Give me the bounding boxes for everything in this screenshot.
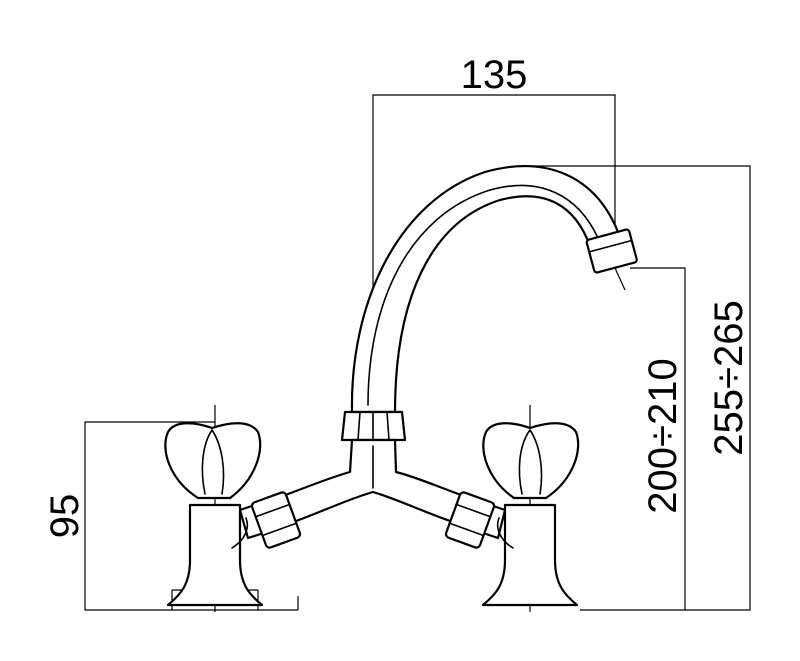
dimension-line-handle-height <box>84 421 298 611</box>
left-handle <box>164 422 262 500</box>
overall-height-label: 255÷265 <box>707 300 751 455</box>
dimension-line-overall-height <box>525 165 751 611</box>
outlet-height-label: 200÷210 <box>641 358 685 513</box>
left-handle-lobe <box>201 429 225 495</box>
spout-tube <box>350 165 620 414</box>
left-valve-arc <box>231 517 249 549</box>
left-coupling-nut <box>250 491 302 549</box>
aerator-ring <box>588 239 633 253</box>
left-valve <box>164 422 264 607</box>
right-handle <box>482 422 580 500</box>
dimension-lines <box>84 94 751 612</box>
aerator <box>585 228 638 274</box>
right-valve <box>481 422 580 607</box>
spout-reach-label: 135 <box>461 53 528 97</box>
right-coupling-nut <box>444 491 496 549</box>
aerator-flow-line <box>614 267 626 291</box>
spout-nut-facets <box>357 411 390 441</box>
dimension-line-outlet-height <box>580 267 686 611</box>
dimension-line-spout-reach <box>372 94 616 420</box>
right-handle-lobe <box>518 429 543 495</box>
left-valve-base <box>166 503 264 607</box>
bridge-body <box>238 438 507 549</box>
aerator-body <box>585 228 638 274</box>
handle-height-label: 95 <box>43 494 87 539</box>
right-valve-base <box>481 503 579 607</box>
spout <box>340 165 638 442</box>
right-valve-arc <box>496 517 514 549</box>
spout-highlight <box>367 184 599 406</box>
